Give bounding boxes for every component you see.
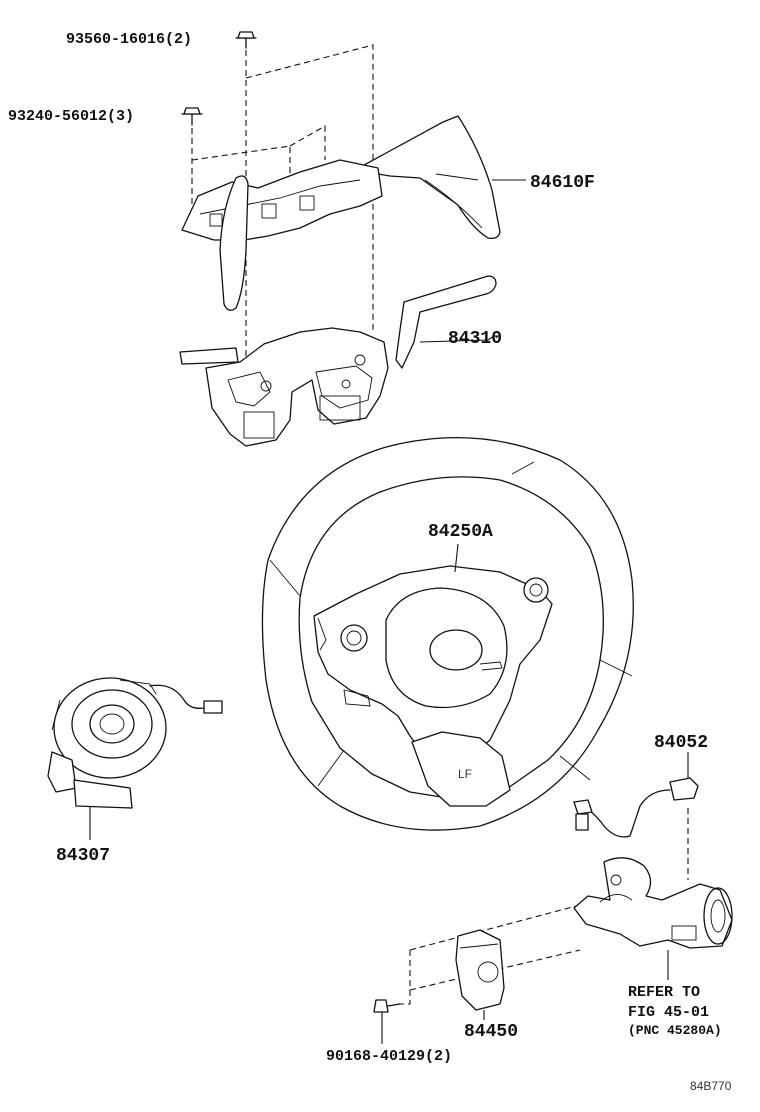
paddle-shifter-assembly (181, 115, 526, 311)
wheel-badge: LF (458, 767, 472, 781)
callout-switch-84450: 84450 (464, 1022, 518, 1042)
wire-harness-assembly (573, 752, 699, 838)
combination-switch-assembly (179, 275, 500, 447)
callout-screw-bottom: 90168-40129(2) (326, 1048, 452, 1065)
refer-to-line-2: FIG 45-01 (628, 1004, 709, 1021)
figure-code: 84B770 (690, 1079, 732, 1093)
spiral-cable-assembly (47, 677, 223, 840)
switch-84450-assembly (455, 929, 505, 1020)
callout-paddle-shifter: 84610F (530, 173, 595, 193)
steering-wheel: LF (261, 437, 634, 831)
callout-wire-harness: 84052 (654, 733, 708, 753)
refer-to-line-3: (PNC 45280A) (628, 1023, 722, 1038)
callout-screw-top: 93560-16016(2) (66, 31, 192, 48)
steering-lock-assembly (573, 857, 733, 980)
screw-top-icon (235, 31, 257, 49)
callout-spiral-cable: 84307 (56, 846, 110, 866)
callout-steering-wheel: 84250A (428, 522, 493, 542)
screw-left-icon (181, 107, 203, 126)
refer-to-line-1: REFER TO (628, 984, 700, 1001)
callout-screw-left: 93240-56012(3) (8, 108, 134, 125)
callout-combination-switch: 84310 (448, 329, 502, 349)
screw-bottom-icon (373, 999, 401, 1013)
